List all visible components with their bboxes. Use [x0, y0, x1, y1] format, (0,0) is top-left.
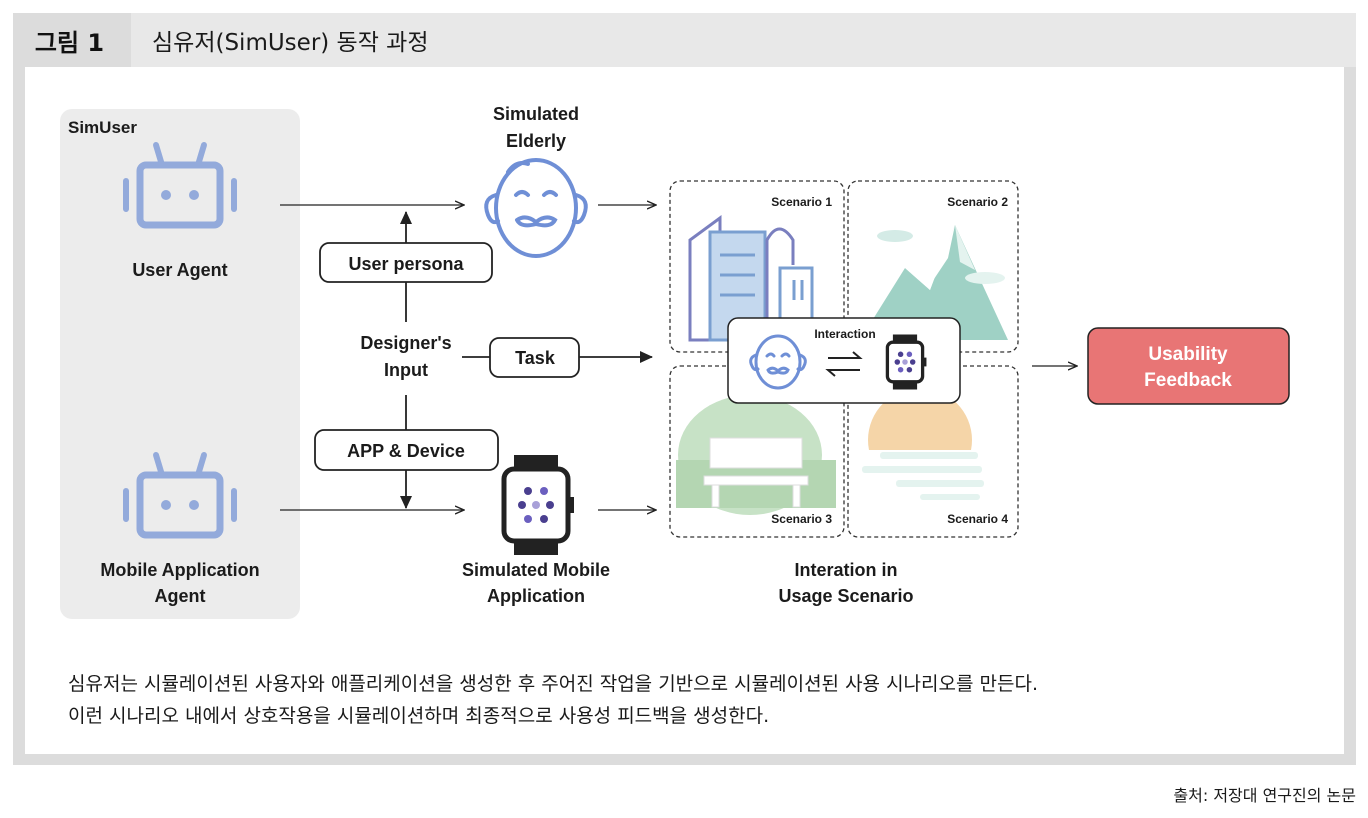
figure-title: 심유저(SimUser) 동작 과정 [152, 30, 429, 56]
app-device-label: APP & Device [347, 441, 465, 461]
scenario-1-label: Scenario 1 [771, 195, 832, 209]
scenario-3: Scenario 3 [669, 365, 845, 538]
designer-input-label-1: Designer's [360, 333, 451, 353]
simulated-elderly-label-1: Simulated [493, 104, 579, 124]
elderly-face-icon [484, 158, 588, 258]
robot-icon [123, 142, 237, 229]
interaction-in-label-2: Usage Scenario [778, 586, 913, 606]
usability-feedback-box [1087, 327, 1290, 405]
designer-input-label-2: Input [384, 360, 428, 380]
caption-line-2: 이런 시나리오 내에서 상호작용을 시뮬레이션하며 최종적으로 사용성 피드백을… [68, 705, 770, 727]
scenario-2-label: Scenario 2 [947, 195, 1008, 209]
task-label: Task [515, 348, 556, 368]
figure-title-bar [131, 13, 1356, 67]
user-persona-box [319, 242, 493, 283]
scenario-3-label: Scenario 3 [771, 512, 832, 526]
figure-label: 그림 1 [13, 13, 126, 67]
user-agent-label: User Agent [132, 260, 227, 280]
smartwatch-icon [501, 455, 574, 555]
user-persona-label: User persona [348, 254, 464, 274]
usability-feedback-label-2: Feedback [1144, 370, 1232, 391]
mobile-agent-label-1: Mobile Application [100, 560, 259, 580]
simuser-title: SimUser [68, 118, 137, 137]
smartwatch-icon [885, 334, 927, 390]
interaction-in-label-1: Interation in [795, 560, 898, 580]
scenario-4: Scenario 4 [847, 365, 1019, 538]
app-device-box [314, 429, 499, 471]
elderly-face-icon [749, 334, 807, 390]
simulated-mobile-label-2: Application [487, 586, 585, 606]
scenario-4-label: Scenario 4 [947, 512, 1008, 526]
scenario-2: Scenario 2 [847, 180, 1019, 353]
simulated-elderly-label-2: Elderly [506, 131, 566, 151]
simulated-mobile-label-1: Simulated Mobile [462, 560, 610, 580]
source-credit: 출처: 저장대 연구진의 논문 [1173, 786, 1356, 805]
usability-feedback-label-1: Usability [1148, 344, 1228, 365]
sunset-icon [860, 388, 1010, 500]
robot-icon [123, 452, 237, 539]
exchange-arrows-icon [825, 351, 863, 377]
interaction-label: Interaction [814, 327, 875, 341]
interaction-box: Interaction [727, 317, 961, 404]
figure-caption: 심유저는 시뮬레이션된 사용자와 애플리케이션을 생성한 후 주어진 작업을 기… [68, 668, 1268, 732]
park-bench-icon [676, 395, 836, 515]
mountain-icon [860, 225, 1008, 340]
mobile-agent-label-2: Agent [155, 586, 206, 606]
caption-line-1: 심유저는 시뮬레이션된 사용자와 애플리케이션을 생성한 후 주어진 작업을 기… [68, 673, 1038, 695]
